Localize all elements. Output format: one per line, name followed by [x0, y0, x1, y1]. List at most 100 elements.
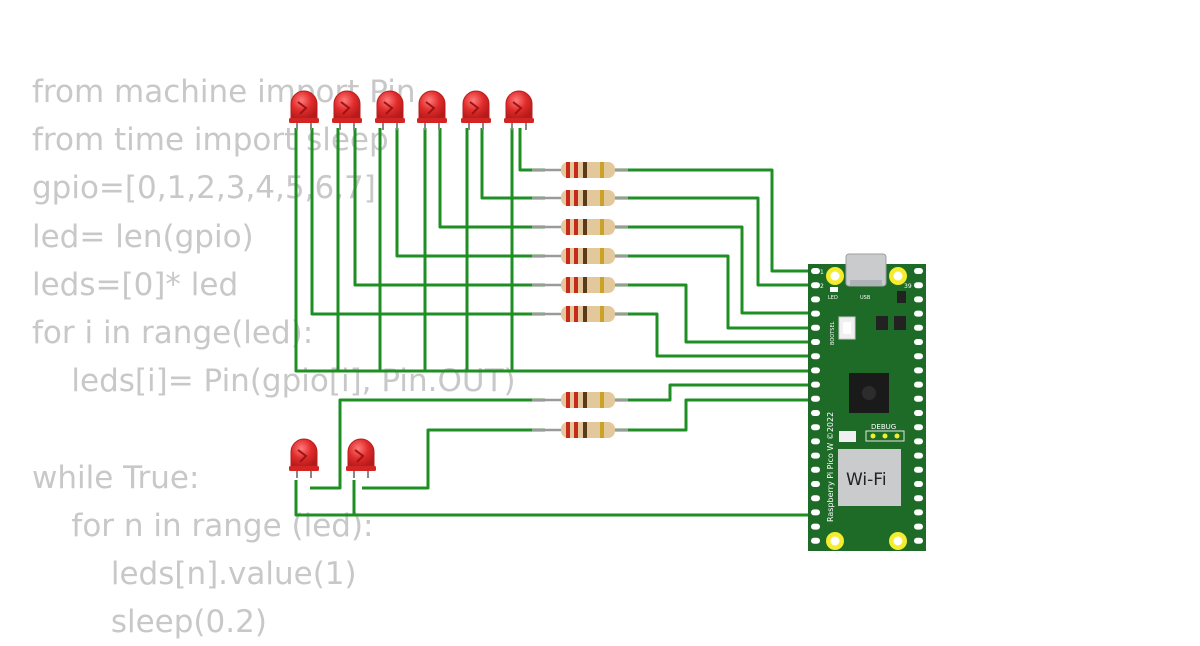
led [375, 90, 405, 130]
pin-pad [914, 509, 923, 516]
wire-led5-resistor [353, 128, 545, 287]
code-line: for i in range(led): [32, 314, 314, 351]
wire-resistor4-pin [612, 254, 812, 330]
pin1-label: 1 [820, 269, 824, 276]
code-line: from time import sleep [32, 122, 389, 159]
resistor [532, 392, 628, 408]
leds [289, 90, 534, 478]
resistor [532, 306, 628, 322]
wire-resistor1-pin [612, 168, 812, 273]
pin-pad [811, 537, 820, 544]
board-model-label: Raspberry Pi Pico W ©2022 [826, 412, 835, 522]
code-line: led= len(gpio) [32, 218, 254, 255]
led [346, 438, 376, 478]
pin-pad [811, 310, 820, 317]
chip-small [894, 316, 906, 330]
pin-pad [914, 282, 923, 289]
led [417, 90, 447, 130]
pin-pad [811, 296, 820, 303]
code-line: while True: [32, 459, 200, 496]
led [332, 90, 362, 130]
circuit-diagram: LED USB 1 2 39 BOOTSEL DEBUG Wi-Fi Raspb… [289, 90, 926, 551]
pin-pad [914, 466, 923, 473]
led [289, 90, 319, 130]
pin-pad [914, 324, 923, 331]
pin-pad [811, 452, 820, 459]
pin-pad [811, 339, 820, 345]
pin-pad [914, 381, 923, 388]
code-line: leds=[0]* led [32, 266, 239, 303]
wire-led3-resistor [438, 128, 545, 229]
pin2-label: 2 [820, 283, 824, 290]
wire-resistor8-pin [612, 398, 812, 432]
board-led [830, 287, 838, 292]
pin-pad [914, 523, 923, 530]
pin-pad [914, 410, 923, 416]
resistor [532, 219, 628, 235]
code-line: leds[i]= Pin(gpio[i], Pin.OUT) [32, 363, 516, 400]
pin-pad [811, 282, 820, 289]
small-pad [839, 431, 856, 442]
wire-led4-resistor [395, 128, 545, 258]
code-line: leds[n].value(1) [32, 555, 357, 592]
pin-pad [914, 310, 923, 317]
pin-pad [914, 367, 923, 374]
pin-pad [811, 410, 820, 416]
resistor [532, 248, 628, 264]
code-line: gpio=[0,1,2,3,4,5,6,7] [32, 170, 376, 207]
pico-w-board: LED USB 1 2 39 BOOTSEL DEBUG Wi-Fi Raspb… [808, 253, 926, 551]
pin-pad [914, 353, 923, 360]
board-led-label: LED [828, 295, 838, 301]
pin-pad [811, 324, 820, 331]
wifi-label: Wi-Fi [846, 470, 887, 490]
wire-resistor6-pin [612, 312, 812, 358]
pin-pad [811, 381, 820, 388]
resistor [532, 277, 628, 293]
pin39-label: 39 [904, 283, 912, 290]
wire-resistor7-pin [612, 383, 812, 402]
pins-right [914, 268, 923, 544]
pin-pad [811, 438, 820, 445]
wire-led1-resistor [518, 128, 545, 172]
debug-label: DEBUG [871, 423, 896, 431]
pin-pad [914, 537, 923, 544]
pin-pad [914, 296, 923, 303]
wires [294, 128, 812, 517]
code-line: for n in range (led): [32, 507, 374, 544]
resistors [532, 162, 628, 438]
pin-pad [811, 367, 820, 374]
pin-pad [811, 268, 820, 274]
led [461, 90, 491, 130]
chip-small [897, 291, 906, 303]
pins-left [811, 268, 820, 544]
pin-pad [811, 424, 820, 431]
pin-pad [811, 509, 820, 516]
wire-lower-gnd [294, 480, 812, 517]
pin-pad [811, 495, 820, 502]
wire-resistor2-pin [612, 196, 812, 287]
wire-led7-resistor [310, 398, 545, 490]
led [504, 90, 534, 130]
pin-pad [914, 495, 923, 502]
pin-pad [914, 424, 923, 431]
resistor [532, 190, 628, 206]
wifi-module [838, 449, 901, 506]
usb-label: USB [860, 295, 871, 301]
pin-pad [914, 268, 923, 274]
pin-pad [811, 466, 820, 473]
wire-resistor3-pin [612, 225, 812, 315]
chip-small [876, 316, 888, 330]
pin-pad [914, 339, 923, 345]
pin-pad [914, 395, 923, 402]
pin-pad [914, 481, 923, 487]
led [289, 438, 319, 478]
pin-pad [914, 438, 923, 445]
bootsel-label: BOOTSEL [830, 321, 836, 345]
pin-pad [811, 481, 820, 487]
resistor [532, 162, 628, 178]
pin-pad [811, 353, 820, 360]
wire-led8-resistor [362, 428, 545, 490]
pin-pad [811, 523, 820, 530]
wire-led2-resistor [480, 128, 545, 200]
